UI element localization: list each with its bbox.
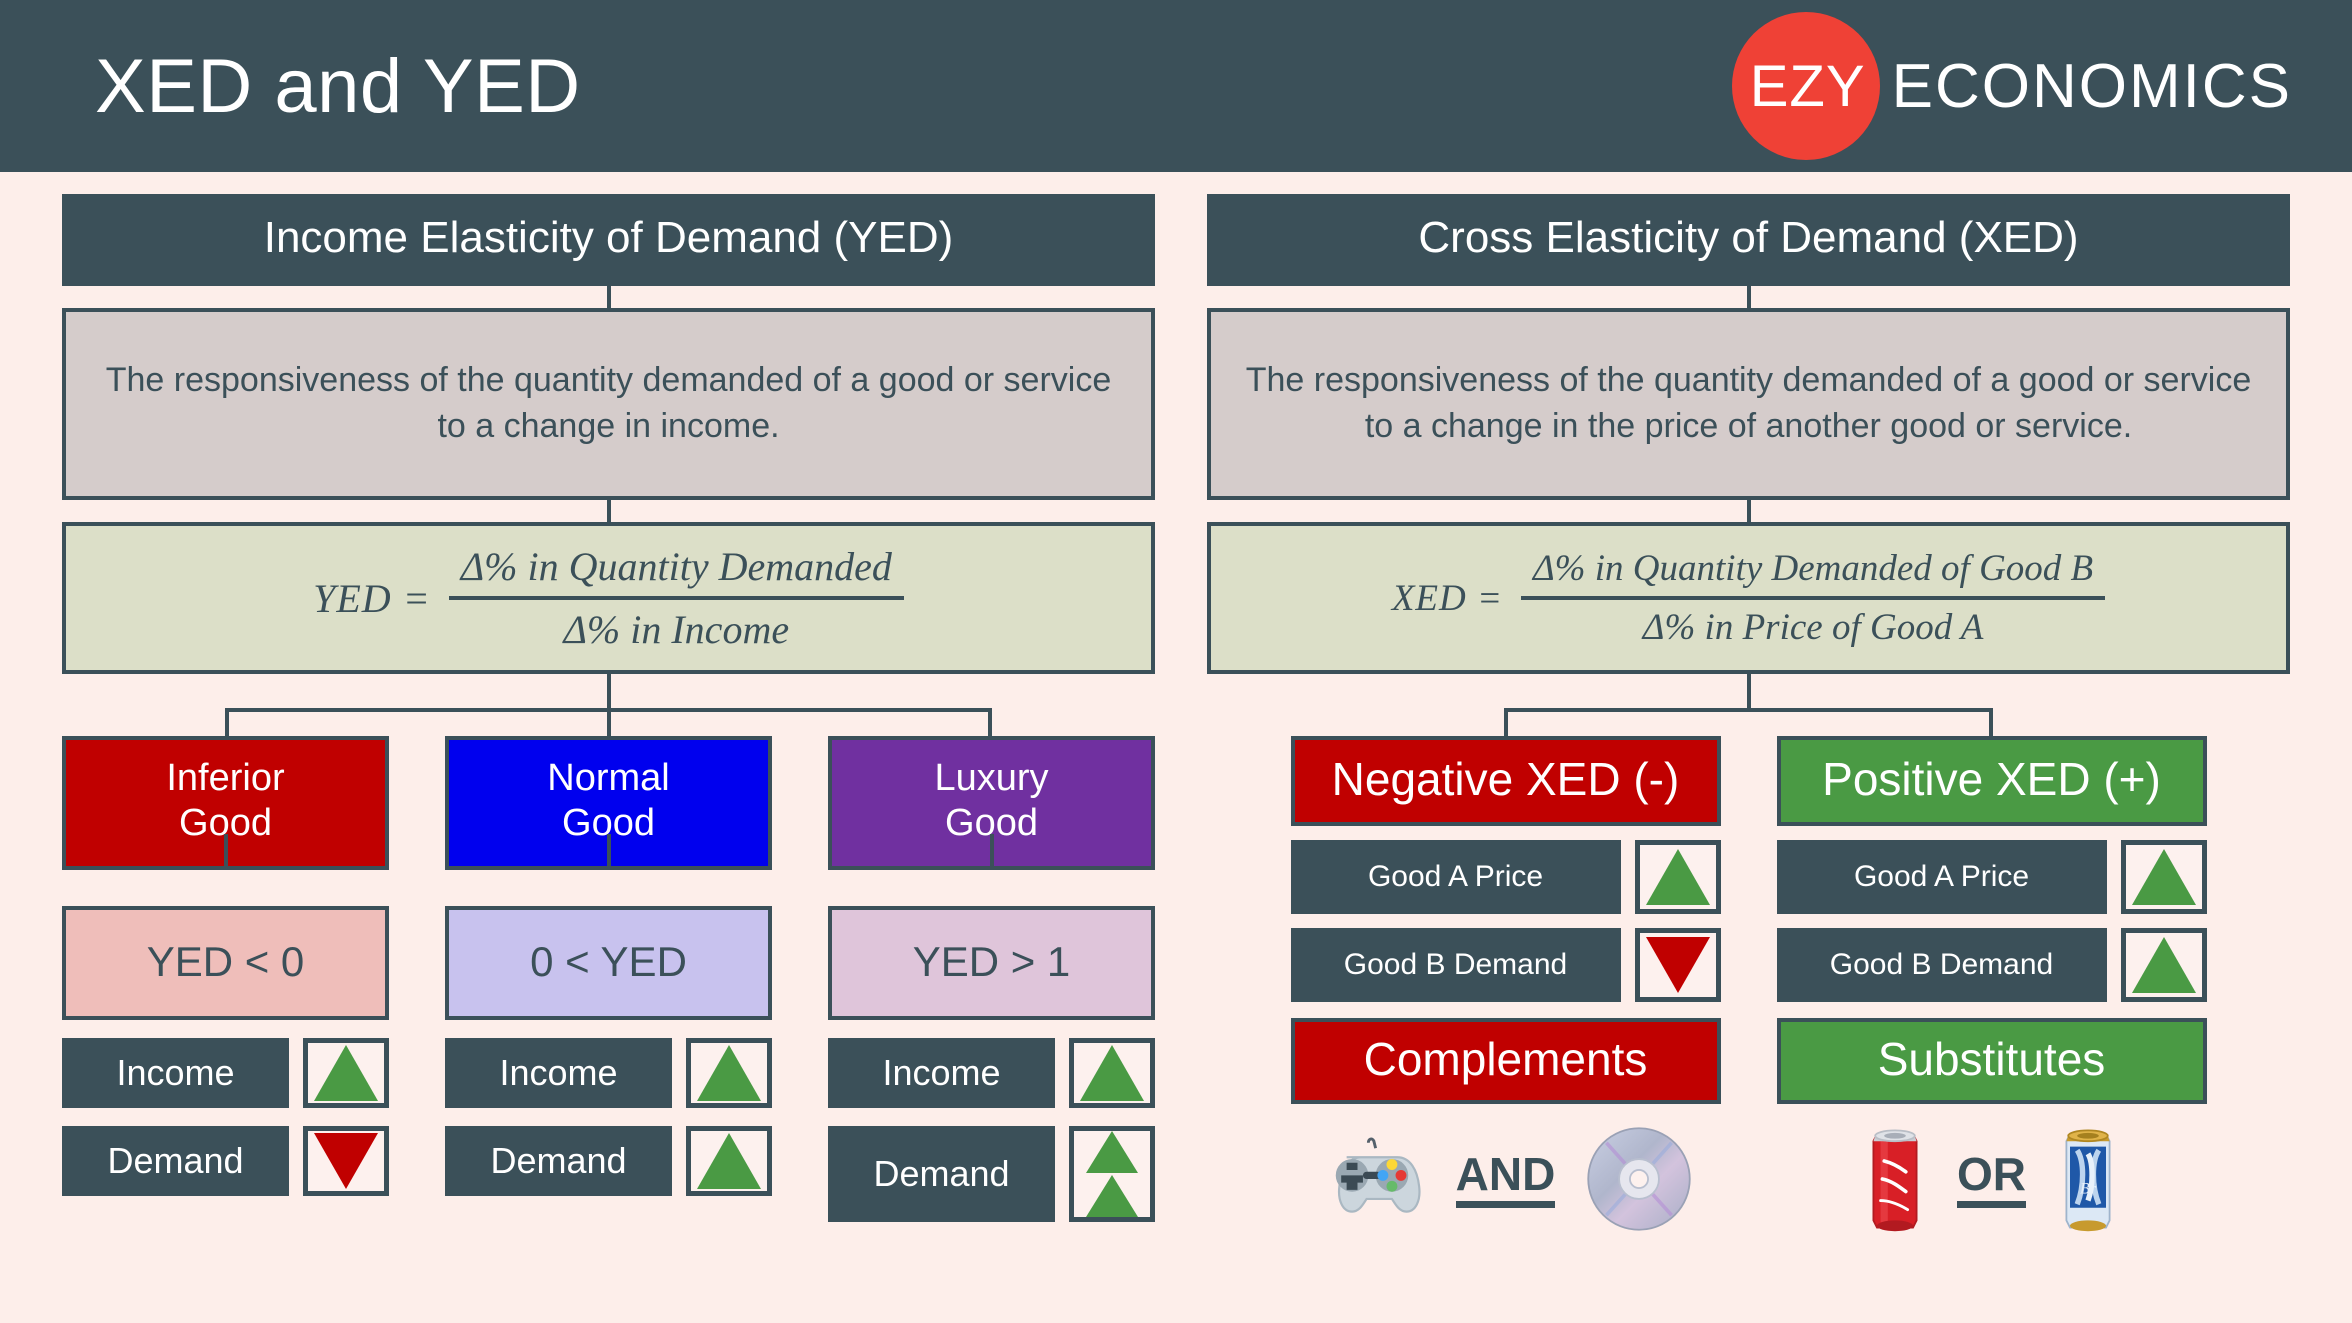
up-arrow-icon [1069, 1037, 1155, 1108]
logo-mark-text: EZY [1749, 53, 1866, 119]
good-condition: YED > 1 [828, 905, 1155, 1020]
yed-column: Income Elasticity of Demand (YED) The re… [62, 194, 1155, 1240]
xed-panel-title: Cross Elasticity of Demand (XED) [1207, 194, 2290, 286]
brand-logo: EZY ECONOMICS [1731, 12, 2292, 160]
xed-row-good-b-demand: Good B Demand [1776, 928, 2207, 1002]
xed-conclusion-badge: Complements [1290, 1018, 1721, 1104]
xed-card-header: Negative XED (-) [1290, 736, 1721, 826]
connector-stem [606, 286, 611, 308]
xed-row-good-b-demand: Good B Demand [1290, 928, 1721, 1002]
coca-cola-can-icon [1872, 1129, 1918, 1232]
xed-example-row: OR Br [1777, 1118, 2207, 1240]
good-card-luxury[interactable]: Luxury Good YED > 1 Income Demand [828, 736, 1155, 1222]
connector-stem [989, 833, 994, 870]
game-controller-icon [1335, 1137, 1421, 1213]
xed-row-good-a-price: Good A Price [1290, 840, 1721, 914]
xed-formula-box: XED = Δ% in Quantity Demanded of Good B … [1207, 522, 2290, 674]
connector-stem [1746, 500, 1751, 522]
attribute-label: Income [445, 1037, 672, 1108]
yed-branch-connector [62, 674, 1155, 736]
xed-branch-cards: Negative XED (-) Good A Price Good B Dem… [1207, 736, 2290, 1240]
up-arrow-icon [686, 1037, 772, 1108]
up-arrow-icon [2120, 928, 2207, 1002]
xed-row-label: Good A Price [1776, 840, 2107, 914]
connector-stem [606, 833, 611, 870]
attribute-label: Demand [62, 1125, 289, 1196]
xed-formula-denominator: Δ% in Price of Good A [1520, 596, 2106, 649]
good-card-inferior[interactable]: Inferior Good YED < 0 Income Demand [62, 736, 389, 1222]
xed-formula-lhs: XED = [1391, 577, 1503, 619]
attribute-row-demand: Demand [62, 1125, 389, 1196]
good-condition: 0 < YED [445, 905, 772, 1020]
page-title: XED and YED [95, 43, 581, 129]
yed-goods-cards: Inferior Good YED < 0 Income Demand [62, 736, 1155, 1222]
good-name-line1: Normal [547, 757, 670, 799]
xed-conclusion-badge: Substitutes [1776, 1018, 2207, 1104]
attribute-label: Income [828, 1037, 1055, 1108]
attribute-label: Income [62, 1037, 289, 1108]
good-name-line1: Luxury [934, 757, 1049, 799]
xed-conjunction-label: AND [1455, 1151, 1556, 1208]
good-condition: YED < 0 [62, 905, 389, 1020]
xed-card-header: Positive XED (+) [1776, 736, 2207, 826]
good-name-line1: Inferior [166, 757, 285, 799]
connector-stem [223, 833, 228, 870]
yed-formula-denominator: Δ% in Income [448, 596, 904, 653]
up-arrow-icon [303, 1037, 389, 1108]
yed-description: The responsiveness of the quantity deman… [62, 308, 1155, 500]
attribute-row-income: Income [445, 1037, 772, 1108]
xed-description: The responsiveness of the quantity deman… [1207, 308, 2290, 500]
yed-formula-fraction: Δ% in Quantity Demanded Δ% in Income [448, 543, 904, 653]
good-card-normal[interactable]: Normal Good 0 < YED Income Demand [445, 736, 772, 1222]
xed-conjunction-label: OR [1957, 1151, 2026, 1208]
xed-card-negative[interactable]: Negative XED (-) Good A Price Good B Dem… [1290, 736, 1721, 1240]
logo-circle-icon: EZY [1731, 12, 1880, 160]
yed-formula-lhs: YED = [313, 575, 431, 621]
yed-formula-numerator: Δ% in Quantity Demanded [460, 544, 892, 589]
compact-disc-icon [1587, 1127, 1691, 1231]
blue-beer-can-icon: Br [2065, 1129, 2111, 1232]
xed-row-label: Good B Demand [1290, 928, 1621, 1002]
attribute-row-demand: Demand [828, 1125, 1155, 1222]
xed-row-label: Good B Demand [1776, 928, 2107, 1002]
attribute-label: Demand [445, 1125, 672, 1196]
xed-formula-numerator: Δ% in Quantity Demanded of Good B [1532, 548, 2094, 589]
xed-column: Cross Elasticity of Demand (XED) The res… [1207, 194, 2290, 1240]
connector-stem [1746, 286, 1751, 308]
xed-formula-fraction: Δ% in Quantity Demanded of Good B Δ% in … [1520, 547, 2106, 649]
connector-stem [606, 500, 611, 522]
up-arrow-icon [1634, 840, 1721, 914]
attribute-row-demand: Demand [445, 1125, 772, 1196]
xed-formula: XED = Δ% in Quantity Demanded of Good B … [1391, 547, 2106, 649]
yed-formula-box: YED = Δ% in Quantity Demanded Δ% in Inco… [62, 522, 1155, 674]
yed-panel-title: Income Elasticity of Demand (YED) [62, 194, 1155, 286]
down-arrow-icon [303, 1125, 389, 1196]
attribute-row-income: Income [828, 1037, 1155, 1108]
yed-formula: YED = Δ% in Quantity Demanded Δ% in Inco… [313, 543, 904, 653]
double-up-arrow-icon [1069, 1125, 1155, 1222]
attribute-label: Demand [828, 1125, 1055, 1222]
xed-card-positive[interactable]: Positive XED (+) Good A Price Good B Dem… [1776, 736, 2207, 1240]
xed-example-row: AND [1291, 1118, 1721, 1240]
svg-text:Br: Br [2080, 1179, 2097, 1197]
xed-branch-connector [1207, 674, 2290, 736]
page-header: XED and YED EZY ECONOMICS [0, 0, 2352, 172]
xed-row-good-a-price: Good A Price [1776, 840, 2207, 914]
xed-row-label: Good A Price [1290, 840, 1621, 914]
attribute-row-income: Income [62, 1037, 389, 1108]
up-arrow-icon [2120, 840, 2207, 914]
up-arrow-icon [686, 1125, 772, 1196]
down-arrow-icon [1634, 928, 1721, 1002]
logo-word-text: ECONOMICS [1891, 51, 2292, 121]
infographic-board: Income Elasticity of Demand (YED) The re… [0, 172, 2352, 1323]
